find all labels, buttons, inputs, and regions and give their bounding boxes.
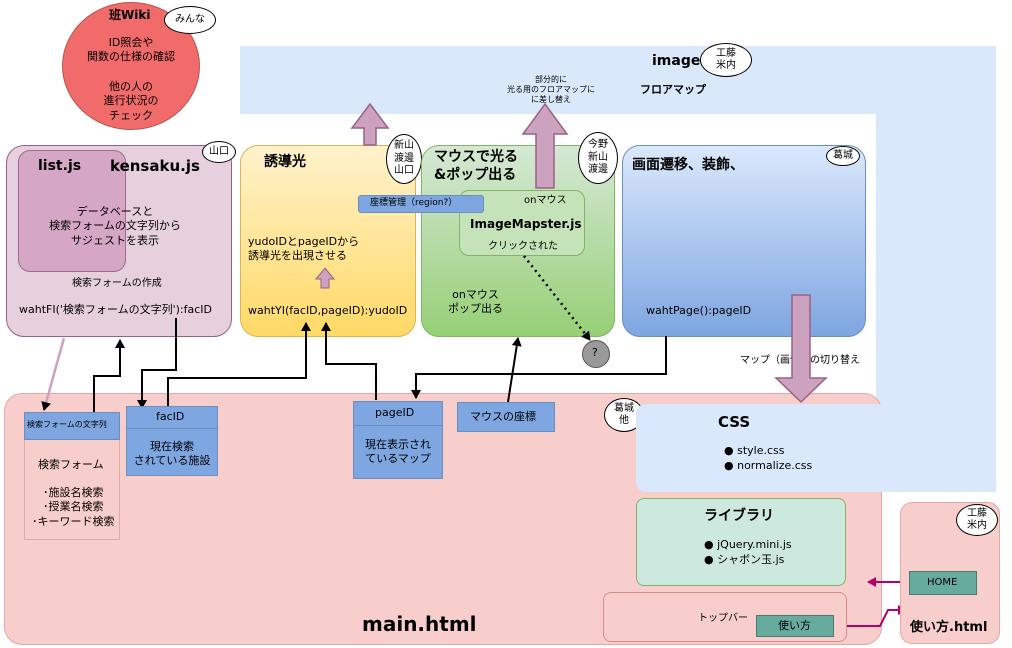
lib-item-1-label: シャボン玉.js bbox=[717, 553, 785, 566]
image-title: image bbox=[652, 53, 701, 69]
usage-tag: 工藤 米内 bbox=[956, 504, 998, 536]
question-mark: ? bbox=[592, 346, 598, 359]
css-item-1-label: normalize.css bbox=[737, 459, 813, 472]
mouse-pop: onマウス ポップ出る bbox=[448, 288, 503, 316]
css-title: CSS bbox=[718, 413, 751, 431]
search-str-label: 検索フォームの文字列 bbox=[27, 420, 107, 429]
imagemapster-box bbox=[459, 190, 585, 256]
lib-item-0-label: jQuery.mini.js bbox=[717, 538, 792, 551]
search-str-box bbox=[24, 412, 120, 440]
usage-button-label: 使い方 bbox=[778, 619, 811, 632]
han-wiki-tag: みんな bbox=[164, 6, 216, 34]
lib-box bbox=[636, 498, 846, 586]
han-wiki-line1: ID照会や 関数の仕様の確認 bbox=[87, 36, 175, 64]
mouse-note: 部分的に 光る用のフロアマップに に差し替え bbox=[507, 75, 595, 104]
mouse-coord-label: マウスの座標 bbox=[470, 410, 536, 423]
usage-button[interactable] bbox=[756, 615, 834, 637]
yudo-up-arrow bbox=[350, 102, 390, 146]
usage-title: 使い方.html bbox=[910, 620, 988, 635]
facid-label: facID bbox=[156, 410, 185, 423]
yudo-func: wahtYI(facID,pageID):yudoID bbox=[248, 304, 408, 317]
search-items: ･施設名検索 ･授業名検索 ･キーワード検索 bbox=[32, 486, 115, 528]
kensaku-to-searchstr bbox=[41, 337, 66, 411]
gamen-title: 画面遷移、装飾、 bbox=[632, 157, 744, 173]
home-button-label: HOME bbox=[927, 577, 958, 588]
mouse-onmouse: onマウス bbox=[524, 195, 567, 206]
facid-header-line bbox=[126, 428, 218, 429]
pageid-desc: 現在表示され ているマップ bbox=[365, 438, 431, 466]
gamen-func: wahtPage():pageID bbox=[646, 304, 752, 317]
zahyo-box bbox=[358, 195, 484, 213]
gamen-tag: 葛城 bbox=[826, 146, 860, 166]
mouse-click: クリックされた bbox=[488, 241, 558, 252]
css-item-0-label: style.css bbox=[737, 444, 785, 457]
yudo-small-arrow bbox=[314, 267, 336, 289]
facid-desc: 現在検索 されている施設 bbox=[133, 440, 211, 468]
list-js-box bbox=[18, 150, 126, 272]
kensaku-title: kensaku.js bbox=[110, 157, 200, 175]
yudo-title: 誘導光 bbox=[264, 154, 306, 170]
yudo-box bbox=[240, 145, 416, 337]
mouse-tag: 今野 新山 渡邊 bbox=[578, 132, 618, 184]
image-area-bg bbox=[240, 46, 996, 114]
lib-title: ライブラリ bbox=[704, 508, 774, 524]
zahyo-label: 座標管理（region?） bbox=[370, 198, 458, 208]
facid-box bbox=[126, 406, 218, 476]
lib-item-1: ● シャボン玉.js bbox=[704, 553, 785, 566]
list-js-title: list.js bbox=[38, 158, 82, 174]
kensaku-func: wahtFI('検索フォームの文字列'):facID bbox=[19, 303, 212, 316]
yudo-desc: yudoIDとpageIDから 誘導光を出現させる bbox=[248, 235, 360, 263]
pageid-label: pageID bbox=[375, 406, 415, 419]
han-wiki-title: 班Wiki bbox=[109, 8, 151, 22]
pageid-box bbox=[353, 401, 443, 479]
home-button[interactable] bbox=[909, 571, 977, 595]
imagemapster-label: ImageMapster.js bbox=[470, 217, 582, 231]
css-box bbox=[636, 404, 996, 492]
han-wiki-line2: 他の人の 進行状況の チェック bbox=[103, 80, 159, 122]
mouse-up-arrow bbox=[521, 102, 569, 189]
css-item-0: ● style.css bbox=[724, 444, 785, 457]
image-subtitle: フロアマップ bbox=[640, 83, 706, 96]
css-item-1: ● normalize.css bbox=[724, 459, 813, 472]
gamen-box bbox=[622, 145, 866, 337]
topbar-label: トップバー bbox=[698, 613, 748, 624]
mouse-coord-box bbox=[457, 402, 555, 432]
lib-item-0: ● jQuery.mini.js bbox=[704, 538, 792, 551]
image-tag: 工藤 米内 bbox=[700, 43, 752, 77]
search-form-label: 検索フォーム bbox=[38, 458, 104, 471]
list-js-desc: データベースと 検索フォームの文字列から サジェストを表示 bbox=[49, 205, 181, 247]
kensaku-tag: 山口 bbox=[202, 141, 236, 163]
gamen-down-arrow bbox=[774, 294, 828, 404]
mouse-title: マウスで光る &ポップ出る bbox=[434, 149, 518, 184]
kensaku-form-create: 検索フォームの作成 bbox=[72, 278, 162, 289]
question-circle bbox=[582, 340, 610, 368]
pageid-header-line bbox=[353, 425, 443, 426]
main-title: main.html bbox=[362, 612, 477, 636]
